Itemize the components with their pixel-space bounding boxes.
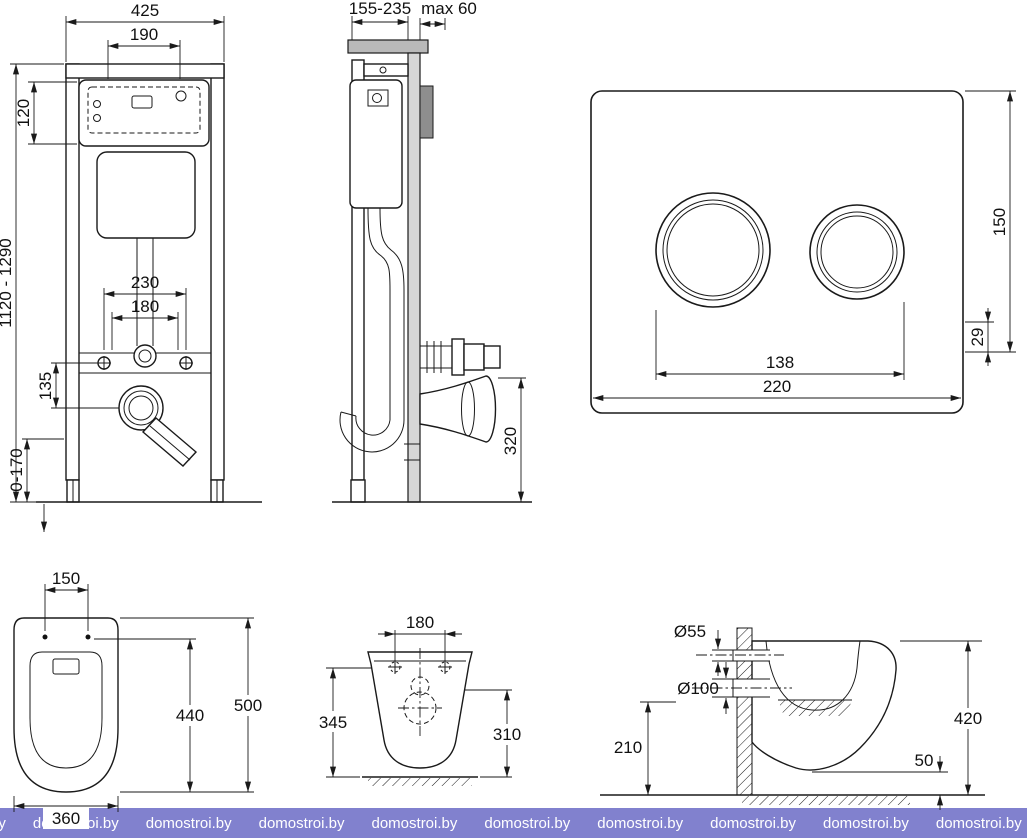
mounting-bolt-right (179, 356, 193, 370)
dim-fixing-spacing-outer: 230 (131, 273, 159, 292)
flush-plate-view: 138 220 29 150 (590, 90, 1016, 414)
dim-button-bottom-offset: 29 (968, 328, 987, 347)
flush-pipe-front (136, 238, 154, 346)
cistern (78, 79, 210, 147)
bowl-front-view: 180 345 310 (312, 613, 528, 786)
dim-inlet-diameter: Ø55 (674, 622, 706, 641)
dim-depth-range: 155-235 (349, 0, 411, 18)
ground-hatch-front (368, 778, 472, 786)
outlet-cone-lower (419, 375, 497, 443)
ceiling-slab (347, 39, 429, 54)
dim-wall-clearance: max 60 (421, 0, 477, 18)
watermark-text: domostroi.by (145, 814, 232, 832)
dim-seat-length: 440 (176, 706, 204, 725)
service-opening (96, 151, 196, 239)
flush-button-small (809, 204, 905, 300)
watermark-text: domostroi.by (0, 814, 6, 832)
bowl-top-dimensions: 150 440 500 360 (13, 569, 268, 829)
fixing-hole-left (388, 660, 402, 674)
dim-install-height-range: 1120 - 1290 (0, 238, 15, 327)
dim-rim-height: 420 (954, 709, 982, 728)
dim-fixing-spacing-inner: 180 (131, 297, 159, 316)
drain-trap (339, 411, 420, 461)
bowl-front-dimensions: 180 345 310 (312, 613, 528, 778)
flush-pipe-side (367, 207, 405, 420)
hinge-hole-right (85, 634, 91, 640)
cistern-side (349, 79, 403, 209)
bowl-side-dimensions: Ø55 Ø100 210 420 50 (614, 622, 990, 810)
outlet-connector-upper (420, 338, 501, 376)
frame-structure (36, 63, 262, 503)
dim-cistern-height: 120 (14, 99, 33, 127)
dim-hinge-spacing: 150 (52, 569, 80, 588)
dim-feet-adjust-range: 0-170 (7, 448, 26, 491)
flush-plate-body (590, 90, 964, 414)
bowl-side-view: Ø55 Ø100 210 420 50 (600, 622, 990, 810)
dim-outlet-height: 320 (501, 427, 520, 455)
dim-fixing-spacing: 180 (406, 613, 434, 632)
bowl-outline-top (13, 617, 119, 793)
watermark-text: domostroi.by (710, 814, 796, 832)
water-inlet (133, 344, 157, 368)
dim-cistern-width: 190 (130, 25, 158, 44)
dim-bowl-width: 360 (52, 809, 80, 828)
watermark-track: domostroi.by domostroi.by domostroi.by d… (0, 808, 1027, 838)
dim-plate-width: 220 (763, 377, 791, 396)
dim-outlet-offset: 135 (36, 372, 55, 400)
dim-outlet-diameter: Ø100 (677, 679, 719, 698)
frame-front-dimensions: 425 190 120 1120 - 1290 230 (0, 1, 225, 532)
fixing-hole-right (438, 660, 452, 674)
watermark-text: domostroi.by (597, 814, 684, 832)
flush-button-large (655, 192, 771, 308)
watermark-text: domostroi.by (258, 814, 345, 832)
foot-side (350, 479, 366, 503)
ground-hatch-side (742, 796, 910, 805)
dim-plate-height: 150 (990, 208, 1009, 236)
dim-bottom-gap: 50 (915, 751, 934, 770)
frame-side-view: 155-235 max 60 320 (332, 0, 532, 503)
frame-front-view: 425 190 120 1120 - 1290 230 (0, 1, 262, 532)
watermark-text: domostroi.by (823, 814, 909, 832)
bowl-top-view: 150 440 500 360 (13, 569, 268, 829)
wall-bracket (363, 63, 409, 77)
drain-socket (118, 385, 198, 467)
hinge-hole-left (42, 634, 48, 640)
dim-outlet-axis-height: 210 (614, 738, 642, 757)
dim-buttons-span: 138 (766, 353, 794, 372)
watermark-text: domostroi.by (935, 814, 1022, 832)
inlet-pipe (732, 649, 770, 662)
wall-section (407, 52, 421, 503)
flush-plate-dimensions: 138 220 29 150 (593, 90, 1016, 402)
mounting-bolt-left (97, 356, 111, 370)
dim-height-rim: 310 (493, 725, 521, 744)
seat-opening (29, 651, 103, 769)
dim-total-length: 500 (234, 696, 262, 715)
water-level (778, 699, 852, 716)
flush-plate-box (419, 85, 434, 139)
frame-side-dimensions: 155-235 max 60 320 (349, 0, 526, 502)
dim-frame-total-width: 425 (131, 1, 159, 20)
flush-inlet-area (52, 658, 80, 675)
watermark-strip: domostroi.by domostroi.by domostroi.by d… (0, 808, 1027, 838)
watermark-text: domostroi.by (371, 814, 458, 832)
watermark-text: domostroi.by (484, 814, 571, 832)
dim-height-back: 345 (319, 713, 347, 732)
